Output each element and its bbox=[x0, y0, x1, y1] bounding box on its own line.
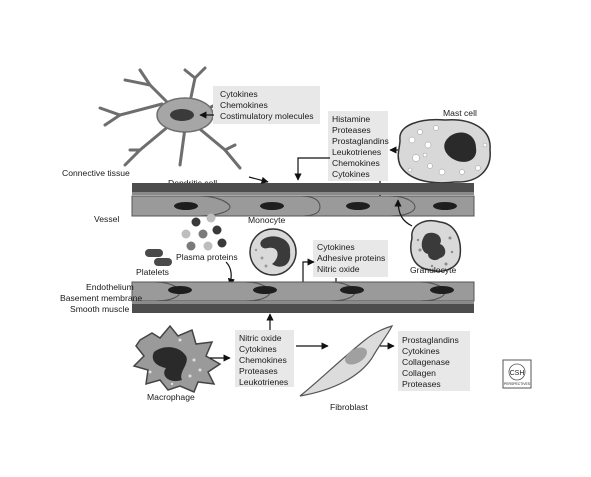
fibroblast bbox=[299, 325, 394, 397]
vessel-label: Vessel bbox=[94, 214, 119, 224]
monocyte-label: Monocyte bbox=[248, 215, 285, 225]
mast-box-line: Chemokines bbox=[332, 158, 380, 168]
mast-box-line: Prostaglandins bbox=[332, 136, 389, 146]
fibroblast-output-box bbox=[398, 331, 470, 391]
dendritic-to-vessel-arrow bbox=[248, 176, 269, 184]
macrophage-box-line: Proteases bbox=[239, 366, 278, 376]
monocyte bbox=[249, 228, 297, 276]
endothelial-box-line: Cytokines bbox=[317, 242, 355, 252]
granulocyte-label: Granulocyte bbox=[410, 265, 457, 275]
dendritic-cell bbox=[98, 66, 252, 170]
fibroblast-box-line: Cytokines bbox=[402, 346, 440, 356]
connective-tissue-label: Connective tissue bbox=[62, 168, 130, 178]
mast-granules bbox=[407, 125, 488, 176]
fibroblast-nucleus bbox=[345, 347, 367, 365]
macrophage-box-line: Leukotrienes bbox=[239, 377, 288, 387]
endothelium-label: Endothelium bbox=[86, 282, 134, 292]
mast-box-line: Histamine bbox=[332, 114, 370, 124]
macrophage-box-line: Cytokines bbox=[239, 344, 277, 354]
dendritic-box-line: Cytokines bbox=[220, 89, 258, 99]
mast-nucleus bbox=[444, 132, 477, 162]
plasma-protein-dots bbox=[181, 213, 227, 251]
platelets bbox=[145, 249, 172, 266]
endothelial-box-line: Nitric oxide bbox=[317, 264, 360, 274]
macrophage-box-line: Chemokines bbox=[239, 355, 287, 365]
basement-membrane-label: Basement membrane bbox=[60, 293, 142, 303]
macrophage-label: Macrophage bbox=[147, 392, 195, 402]
mast-box-line: Proteases bbox=[332, 125, 371, 135]
fibroblast-box-line: Collagenase bbox=[402, 357, 450, 367]
fibroblast-box-line: Proteases bbox=[402, 379, 441, 389]
granulocyte-to-vessel-arrow bbox=[394, 199, 413, 227]
mast-box-line: Leukotrienes bbox=[332, 147, 381, 157]
monocyte-nucleus bbox=[260, 236, 291, 267]
logo-text: CSH bbox=[510, 370, 525, 377]
dendritic-box-line: Costimulatory molecules bbox=[220, 111, 314, 121]
csh-logo: CSH PERSPECTIVES bbox=[502, 359, 532, 389]
mast-cell bbox=[397, 118, 491, 184]
macrophage bbox=[132, 324, 222, 393]
endothelial-output-box bbox=[313, 240, 388, 277]
macrophage-box-line: Nitric oxide bbox=[239, 333, 282, 343]
fibroblast-box-line: Prostaglandins bbox=[402, 335, 459, 345]
dendritic-box-line: Chemokines bbox=[220, 100, 268, 110]
endothelial-box-line: Adhesive proteins bbox=[317, 253, 385, 263]
dendritic-nucleus bbox=[170, 109, 194, 121]
macrophage-nucleus bbox=[152, 347, 187, 382]
mast-cell-label: Mast cell bbox=[443, 108, 477, 118]
fibroblast-box-line: Collagen bbox=[402, 368, 436, 378]
granulocyte-nucleus bbox=[421, 232, 446, 261]
platelets-label: Platelets bbox=[136, 267, 169, 277]
upper-vessel-wall bbox=[131, 183, 475, 217]
logo-subtext: PERSPECTIVES bbox=[504, 382, 531, 386]
dendritic-output-box bbox=[213, 86, 320, 124]
lower-vessel-wall bbox=[131, 281, 475, 313]
mast-box-left-arrow bbox=[294, 157, 330, 181]
smooth-muscle-label: Smooth muscle bbox=[70, 304, 129, 314]
mast-output-box bbox=[328, 111, 388, 181]
plasma-proteins-label: Plasma proteins bbox=[176, 252, 238, 262]
mast-box-line: Cytokines bbox=[332, 169, 370, 179]
granulocyte bbox=[410, 220, 462, 272]
macrophage-output-box bbox=[235, 330, 294, 387]
fibroblast-label: Fibroblast bbox=[330, 402, 368, 412]
